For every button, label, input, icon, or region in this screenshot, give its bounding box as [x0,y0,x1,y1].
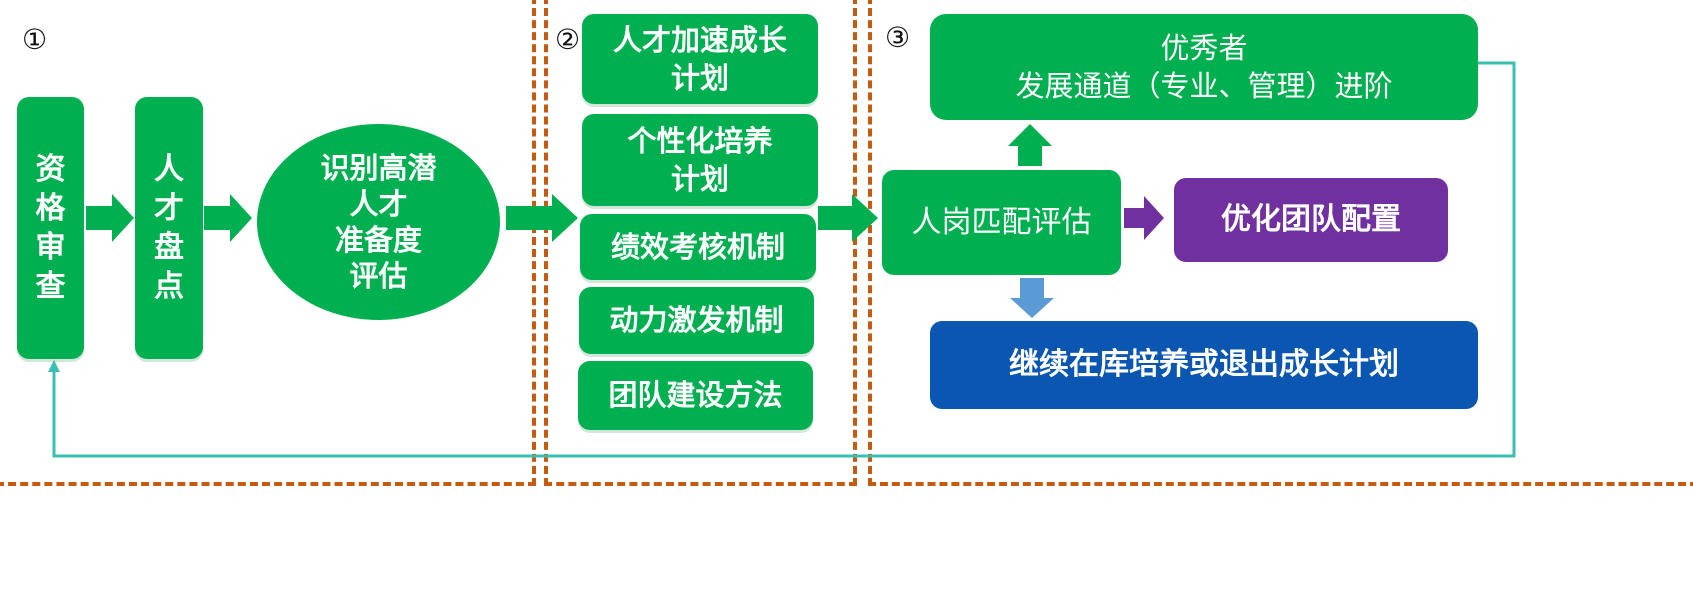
continue-or-exit-label: 继续在库培养或退出成长计划 [1009,347,1399,383]
continue-or-exit-box: 继续在库培养或退出成长计划 [930,321,1478,409]
identify-line: 人才 [349,186,408,221]
stage2-line: 人才加速成长 [612,22,787,57]
person-job-match-box: 人岗匹配评估 [882,170,1121,275]
section-marker-3: ③ [885,21,911,54]
stage2-line: 个性化培养 [627,123,773,158]
personalized-training-plan-box: 个性化培养 计划 [582,114,818,206]
person-job-match-label: 人岗匹配评估 [911,204,1092,240]
optimize-team-box: 优化团队配置 [1174,178,1448,262]
stage2-line: 团队建设方法 [608,378,783,413]
team-building-box: 团队建设方法 [578,361,813,430]
section-marker-2: ② [555,23,581,56]
excellent-career-path-box: 优秀者 发展通道（专业、管理）进阶 [930,14,1478,120]
talent-inventory-char: 才 [154,191,184,226]
identify-line: 准备度 [334,223,422,257]
stage2-line: 计划 [670,61,729,95]
talent-inventory-box: 人 才 盘 点 [135,97,203,359]
section-marker-1: ① [22,23,48,56]
optimize-team-label: 优化团队配置 [1221,202,1401,238]
talent-inventory-char: 点 [154,269,184,304]
identify-line: 评估 [349,259,408,294]
identify-high-potential-ellipse: 识别高潜 人才 准备度 评估 [257,124,500,320]
stage2-line: 绩效考核机制 [610,229,785,264]
talent-inventory-char: 盘 [154,230,184,265]
excellent-label: 优秀者 [1160,30,1248,65]
qualification-review-char: 资 [35,152,66,187]
qualification-review-char: 格 [35,191,66,226]
identify-line: 识别高潜 [320,150,437,185]
talent-inventory-char: 人 [154,152,184,187]
motivation-mechanism-box: 动力激发机制 [579,287,814,354]
accelerated-growth-plan-box: 人才加速成长 计划 [582,14,818,104]
qualification-review-box: 资 格 审 查 [17,97,84,359]
stage2-line: 动力激发机制 [609,303,784,338]
qualification-review-char: 审 [35,230,66,265]
stage2-line: 计划 [670,162,729,196]
performance-appraisal-box: 绩效考核机制 [580,214,816,280]
career-path-label: 发展通道（专业、管理）进阶 [1015,69,1393,103]
qualification-review-char: 查 [35,269,66,304]
